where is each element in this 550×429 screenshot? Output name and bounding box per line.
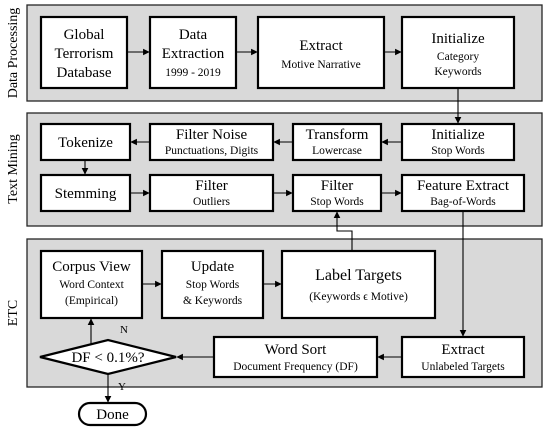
update-sub-2: & Keywords (183, 295, 243, 307)
node-label-targets: Label Targets (Keywords ϵ Motive) (280, 249, 437, 320)
gtd-line-3: Database (57, 65, 112, 81)
node-update: Update Stop Words & Keywords (160, 249, 265, 320)
label-targets-title: Label Targets (315, 267, 402, 284)
init-category-sub: Category (437, 51, 479, 63)
node-feature-extract: Feature Extract Bag-of-Words (400, 173, 526, 213)
node-word-sort: Word Sort Document Frequency (DF) (212, 335, 379, 379)
init-stop-sub: Stop Words (431, 145, 485, 157)
node-stemming: Stemming (39, 173, 132, 213)
filter-noise-title: Filter Noise (176, 127, 248, 143)
connectors (81, 48, 467, 403)
section-label-data-processing: Data Processing (6, 8, 21, 99)
update-sub: Stop Words (186, 279, 240, 291)
filter-noise-sub: Punctuations, Digits (165, 145, 259, 157)
node-global-terrorism-database: Global Terrorism Database (39, 15, 129, 90)
transform-title: Transform (306, 127, 369, 143)
corpus-view-sub-2: (Empirical) (65, 295, 118, 307)
feature-extract-sub: Bag-of-Words (430, 196, 496, 208)
tokenize-title: Tokenize (58, 135, 113, 151)
gtd-line-1: Global (64, 27, 105, 43)
init-stop-title: Initialize (431, 127, 485, 143)
decision-text: DF < 0.1%? (71, 350, 144, 366)
corpus-view-title: Corpus View (52, 259, 131, 275)
update-title: Update (191, 259, 235, 275)
node-filter-noise: Filter Noise Punctuations, Digits (148, 122, 275, 162)
node-decision-df: DF < 0.1%? (39, 338, 177, 376)
corpus-view-sub: Word Context (59, 279, 124, 291)
filter-outliers-sub: Outliers (193, 196, 231, 208)
done-title: Done (96, 407, 129, 423)
node-extract-unlabeled: Extract Unlabeled Targets (400, 335, 526, 379)
filter-outliers-title: Filter (195, 178, 228, 194)
data-extraction-years: 1999 - 2019 (165, 67, 221, 79)
edge-label-yes: Y (118, 381, 126, 393)
node-extract-motive: Extract Motive Narrative (256, 15, 386, 90)
stemming-title: Stemming (55, 186, 117, 202)
extract-unlabeled-title: Extract (441, 342, 485, 358)
edge-label-no: N (120, 324, 128, 336)
word-sort-title: Word Sort (265, 342, 328, 358)
node-filter-outliers: Filter Outliers (148, 173, 275, 213)
node-corpus-view: Corpus View Word Context (Empirical) (39, 249, 144, 320)
node-done: Done (77, 401, 148, 427)
init-category-sub-2: Keywords (434, 66, 482, 78)
extract-unlabeled-sub: Unlabeled Targets (421, 361, 505, 373)
label-targets-sub: (Keywords ϵ Motive) (309, 291, 408, 303)
section-label-text-mining: Text Mining (6, 134, 21, 203)
node-filter-stop-words: Filter Stop Words (291, 173, 383, 213)
node-transform: Transform Lowercase (291, 122, 383, 162)
extract-motive-title: Extract (299, 38, 343, 54)
extract-motive-sub: Motive Narrative (281, 59, 361, 71)
section-label-etc: ETC (6, 300, 21, 326)
feature-extract-title: Feature Extract (417, 178, 510, 194)
node-initialize-category: Initialize Category Keywords (400, 15, 516, 90)
transform-sub: Lowercase (312, 145, 362, 157)
data-extraction-title: Data (179, 27, 208, 43)
filter-stop-sub: Stop Words (310, 196, 364, 208)
init-category-title: Initialize (431, 31, 485, 47)
node-initialize-stop-words: Initialize Stop Words (400, 122, 516, 162)
node-tokenize: Tokenize (39, 122, 132, 162)
filter-stop-title: Filter (321, 178, 354, 194)
node-data-extraction: Data Extraction 1999 - 2019 (148, 15, 238, 90)
word-sort-sub: Document Frequency (DF) (233, 361, 358, 373)
gtd-line-2: Terrorism (55, 46, 114, 62)
data-extraction-title-2: Extraction (162, 46, 225, 62)
